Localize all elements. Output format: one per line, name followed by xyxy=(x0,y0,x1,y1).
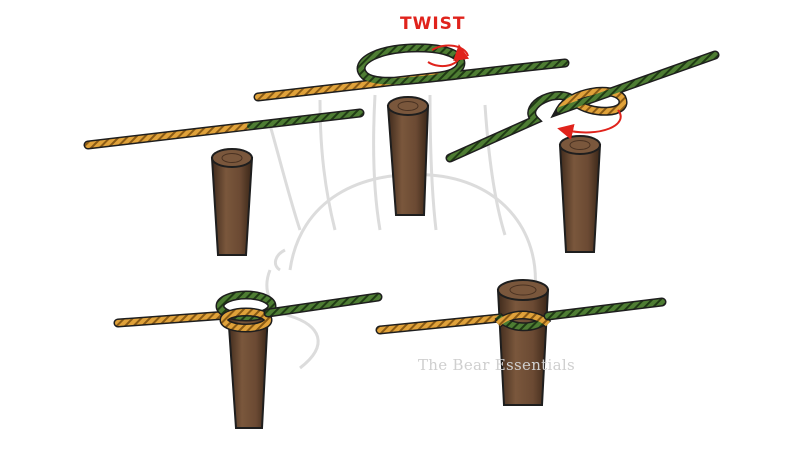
step-4-group xyxy=(113,290,383,429)
step-1-post xyxy=(210,148,254,256)
step-2-post xyxy=(386,96,430,216)
step-3-group xyxy=(445,50,720,253)
twist-label: TWIST xyxy=(400,14,466,34)
twist-arrow xyxy=(427,44,470,68)
step-2-group xyxy=(253,43,570,216)
step-5-group xyxy=(375,279,667,406)
step-5-post xyxy=(496,279,550,406)
step-1-group xyxy=(83,108,365,256)
step-3-twist-arrow xyxy=(557,109,622,140)
step-3-post xyxy=(558,135,602,253)
watermark-text: The Bear Essentials xyxy=(418,356,575,374)
